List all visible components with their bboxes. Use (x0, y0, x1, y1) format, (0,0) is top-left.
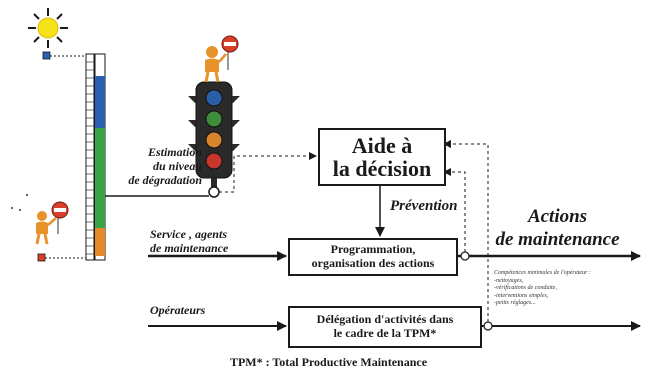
feedback-link-service (443, 168, 466, 252)
actions-maintenance-label: Actions de maintenance (495, 206, 620, 250)
operateurs-label: Opérateurs (150, 303, 206, 317)
signal-to-decision-link (219, 152, 317, 193)
estimation-label: Estimation du niveau de dégradation (128, 145, 202, 187)
service-agents-label: Service , agents de maintenance (150, 227, 229, 255)
figure-caption: TPM* : Total Productive Maintenance (229, 355, 428, 369)
degradation-marker-icon (37, 253, 46, 262)
stop-sign-figure-icon (204, 35, 239, 83)
programmation-box: Programmation, organisation des actions (288, 238, 458, 276)
prevention-label: Prévention (390, 198, 458, 214)
thermometer-gauge-icon (85, 53, 106, 261)
traffic-light-icon (188, 81, 240, 198)
sun-icon (28, 8, 68, 48)
sun-marker-icon (42, 51, 51, 60)
aide-decision-box: Aide à la décision (318, 128, 446, 186)
competences-note: Compétences minimales de l'opérateur : -… (494, 270, 591, 306)
stop-sign-figure-icon (35, 201, 69, 245)
delegation-box: Délégation d'activités dans le cadre de … (288, 306, 482, 348)
